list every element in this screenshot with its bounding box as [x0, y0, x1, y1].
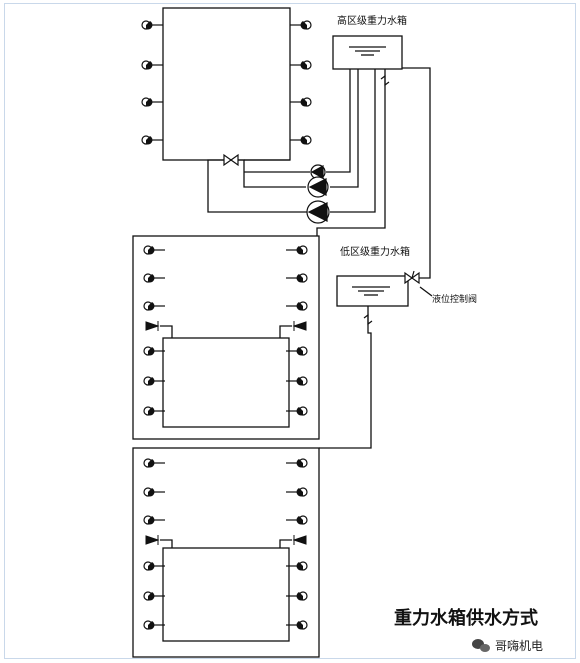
low-tank-downpipe	[319, 306, 372, 449]
fixture-icon	[286, 620, 308, 630]
fixture-icon	[286, 458, 308, 468]
reducing-valve-icon	[292, 535, 307, 545]
middle-inner-room	[162, 337, 290, 428]
fixture-icon	[286, 301, 308, 311]
fixture-icon	[143, 487, 165, 497]
fixture-icon	[143, 620, 165, 630]
fixture-icon	[286, 515, 308, 525]
check-valve-icon	[363, 74, 390, 326]
fixture-icon	[143, 273, 165, 283]
pipe-to-high-tank-2	[330, 69, 359, 188]
pipe-lower-pump	[207, 159, 307, 213]
pipe-to-high-tank-1	[326, 69, 351, 173]
fixture-group	[141, 20, 312, 630]
fixture-icon	[143, 406, 165, 416]
wechat-icon	[472, 639, 490, 652]
fixture-icon	[286, 487, 308, 497]
fixture-icon	[286, 273, 308, 283]
level-control-valve-icon	[404, 270, 420, 285]
fixture-icon	[290, 135, 312, 145]
fixture-icon	[286, 591, 308, 601]
fixture-icon	[143, 458, 165, 468]
fixture-icon	[290, 97, 312, 107]
low-zone-tank	[336, 275, 409, 307]
fixture-icon	[143, 515, 165, 525]
diagram-title: 重力水箱供水方式	[394, 607, 538, 629]
fixture-icon	[290, 20, 312, 30]
pump-icon	[307, 176, 329, 198]
fixture-icon	[286, 346, 308, 356]
fixture-icon	[286, 561, 308, 571]
fixture-icon	[143, 561, 165, 571]
fixture-icon	[143, 591, 165, 601]
pump-icon	[306, 200, 330, 224]
fixture-icon	[143, 301, 165, 311]
fixture-icon	[141, 60, 163, 70]
fixture-icon	[286, 245, 308, 255]
fixture-icon	[286, 406, 308, 416]
low-tank-label: 低区级重力水箱	[340, 245, 410, 258]
reducing-valve-icon	[292, 321, 307, 331]
high-zone-tank	[332, 35, 403, 70]
image-frame	[4, 3, 576, 659]
watermark-text: 哥嗨机电	[495, 639, 543, 653]
fixture-icon	[141, 135, 163, 145]
fixture-icon	[141, 97, 163, 107]
high-tank-label: 高区级重力水箱	[337, 14, 407, 27]
fixture-icon	[143, 346, 165, 356]
reducing-valve-icon	[145, 535, 160, 545]
fixture-icon	[143, 376, 165, 386]
fixture-icon	[286, 376, 308, 386]
fixture-icon	[290, 60, 312, 70]
fixture-icon	[141, 20, 163, 30]
pipe-middle-pump	[236, 159, 306, 188]
reducing-valve-icon	[145, 321, 160, 331]
pipe-to-high-tank-3	[330, 69, 376, 213]
level-valve-label: 液位控制阀	[432, 293, 477, 305]
gate-valve-icon	[223, 153, 239, 167]
top-building	[162, 7, 291, 161]
bottom-inner-room	[162, 547, 290, 642]
fixture-icon	[143, 245, 165, 255]
bottom-building	[132, 447, 320, 658]
middle-building	[132, 235, 320, 440]
high-tank-downpipe	[316, 69, 386, 236]
